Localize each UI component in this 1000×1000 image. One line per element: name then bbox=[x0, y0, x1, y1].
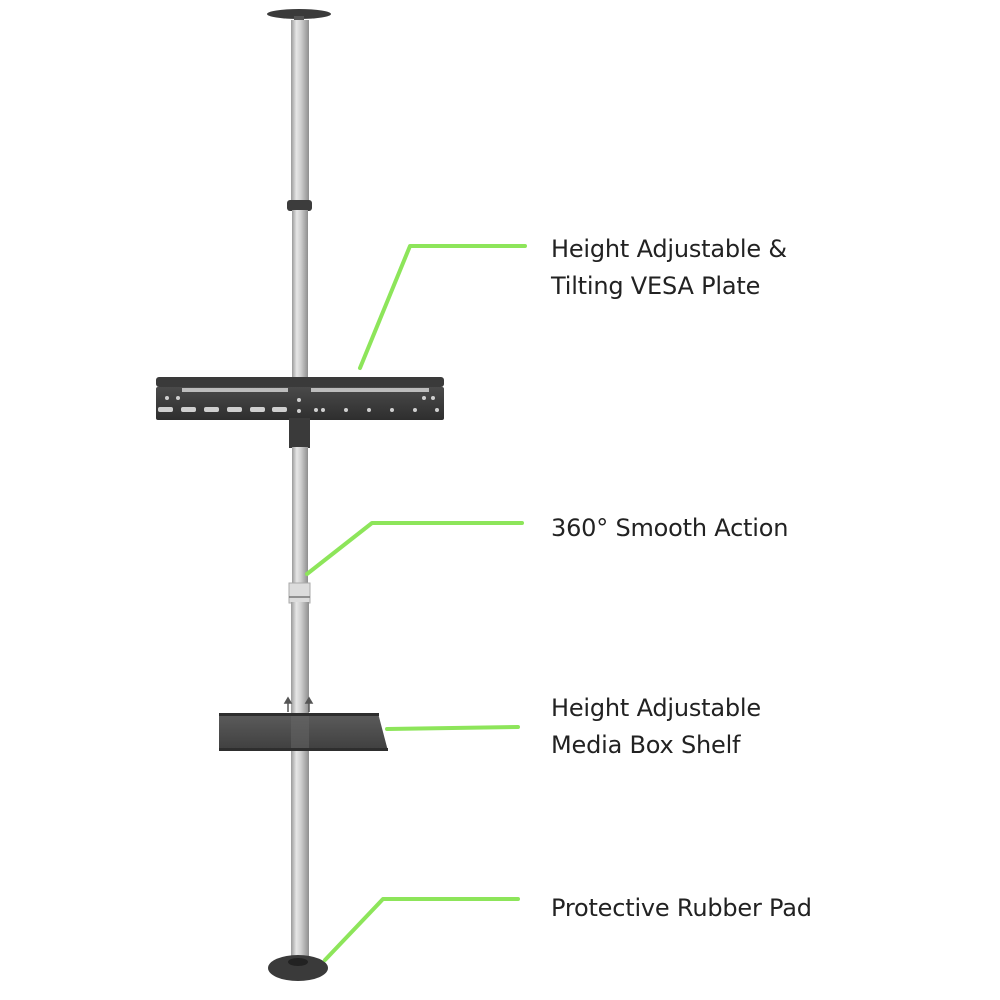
callout-smooth-action: 360° Smooth Action bbox=[551, 510, 788, 547]
pole-joint bbox=[288, 582, 311, 604]
callout-vesa-plate: Height Adjustable & Tilting VESA Plate bbox=[551, 231, 787, 305]
vesa-plate bbox=[156, 377, 444, 448]
callout-text-line: Height Adjustable & bbox=[551, 235, 787, 263]
callout-text-line: 360° Smooth Action bbox=[551, 514, 789, 542]
shelf-adjust-arrows bbox=[283, 696, 314, 712]
callout-text-line: Media Box Shelf bbox=[551, 731, 741, 759]
callout-media-shelf: Height Adjustable Media Box Shelf bbox=[551, 690, 761, 764]
callout-line-vesa-plate bbox=[358, 244, 527, 370]
callout-rubber-pad: Protective Rubber Pad bbox=[551, 890, 812, 927]
callout-text-line: Height Adjustable bbox=[551, 694, 761, 722]
middle-pole bbox=[292, 210, 308, 380]
callout-text-line: Protective Rubber Pad bbox=[551, 894, 812, 922]
ceiling-cap bbox=[267, 9, 331, 22]
callout-line-rubber-pad bbox=[323, 897, 520, 962]
callout-line-media-shelf bbox=[385, 725, 520, 731]
media-box-shelf bbox=[219, 713, 388, 751]
rubber-pad bbox=[268, 955, 328, 981]
callout-text-line: Tilting VESA Plate bbox=[551, 272, 761, 300]
bottom-pole bbox=[291, 602, 309, 957]
upper-pole bbox=[291, 20, 309, 202]
callout-line-smooth-action bbox=[305, 521, 524, 576]
lower-pole bbox=[292, 447, 308, 587]
pole-collar bbox=[287, 200, 312, 211]
